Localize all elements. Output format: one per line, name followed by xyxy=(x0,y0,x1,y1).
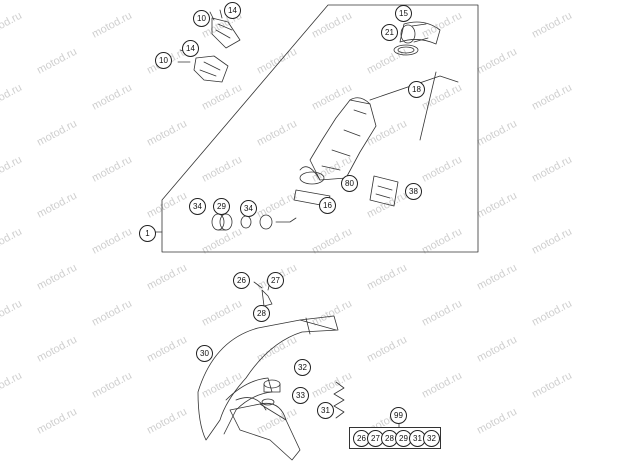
callout-21: 21 xyxy=(381,24,398,41)
callout-30: 30 xyxy=(196,345,213,362)
callout-99: 99 xyxy=(390,407,407,424)
callout-80: 80 xyxy=(341,175,358,192)
sleeves xyxy=(211,213,297,231)
callout-27: 27 xyxy=(267,272,284,289)
callout-26: 26 xyxy=(233,272,250,289)
callout-15: 15 xyxy=(395,5,412,22)
end-cap xyxy=(399,21,441,45)
callout-34: 34 xyxy=(240,200,257,217)
rod xyxy=(369,75,459,101)
callout-16: 16 xyxy=(319,197,336,214)
callout-31: 31 xyxy=(317,402,334,419)
callout-33: 33 xyxy=(292,387,309,404)
callout-29: 29 xyxy=(213,198,230,215)
silencer-assembly-frame xyxy=(161,4,479,253)
heat-shield xyxy=(369,175,399,207)
callout-28: 28 xyxy=(253,305,270,322)
header-pipe xyxy=(197,315,339,461)
clamps xyxy=(261,379,281,406)
bracket-upper xyxy=(209,9,241,49)
callout-18: 18 xyxy=(408,81,425,98)
callout-14: 14 xyxy=(224,2,241,19)
kit-item: 32 xyxy=(423,430,440,447)
callout-10: 10 xyxy=(193,10,210,27)
bracket-lower xyxy=(177,49,229,83)
silencer-body xyxy=(293,97,377,207)
callout-32: 32 xyxy=(294,359,311,376)
callout-38: 38 xyxy=(405,183,422,200)
callout-10: 10 xyxy=(155,52,172,69)
spring xyxy=(333,381,345,419)
callout-34: 34 xyxy=(189,198,206,215)
gasket xyxy=(393,44,419,56)
callout-14: 14 xyxy=(182,40,199,57)
callout-1: 1 xyxy=(139,225,156,242)
